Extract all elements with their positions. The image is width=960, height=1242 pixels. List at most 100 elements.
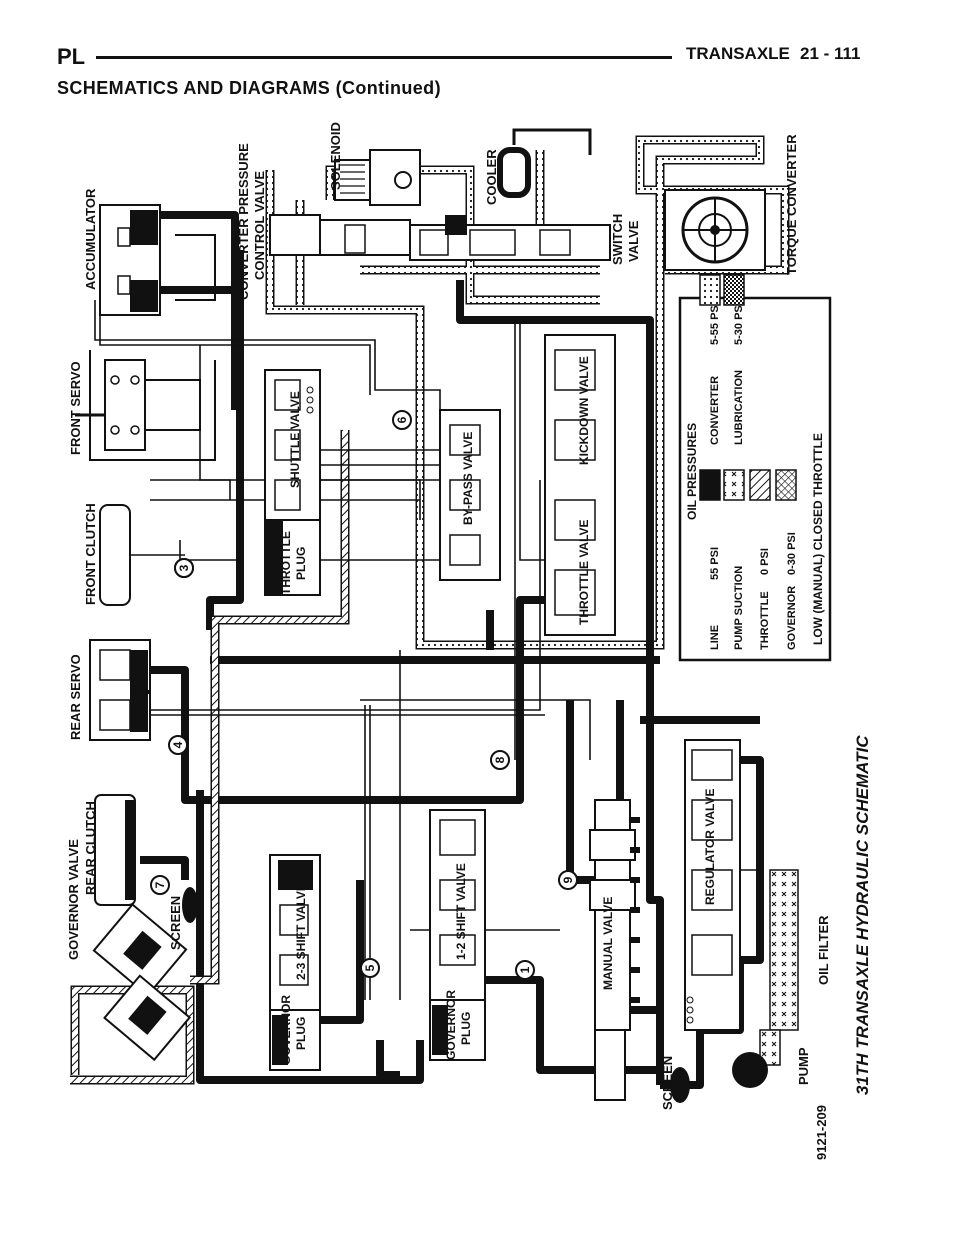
label-control-valve: CONTROL VALVE [252,171,267,280]
shuttle-valve [264,369,321,521]
label-kickdown-valve: KICKDOWN VALVE [577,356,591,465]
circuit-number-label: 4 [171,741,185,748]
header-page-number: 21 - 111 [800,44,861,63]
legend-row-name: LUBRICATION [733,370,745,445]
label-solenoid: SOLENOID [328,122,343,190]
label-manual-valve: MANUAL VALVE [601,897,615,990]
legend-title: OIL PRESSURES [685,423,699,520]
label-switch: SWITCH [610,214,625,265]
switch-valve [409,215,611,261]
label-valve: VALVE [626,220,641,262]
component-labels: ACCUMULATOR FRONT SERVO FRONT CLUTCH REA… [66,122,831,1110]
rear-servo [89,639,151,741]
label-cooler: COOLER [484,149,499,205]
label-rear-servo: REAR SERVO [68,654,83,740]
circuit-numbers: 1 3 4 5 6 7 8 9 [150,410,578,980]
label-front-clutch: FRONT CLUTCH [83,503,98,605]
rear-clutch [94,794,136,906]
label-bypass-valve: BY-PASS VALVE [461,432,475,525]
circuit-number-label: 9 [561,876,575,883]
legend-swatch [723,469,745,501]
legend-row-value: 5-30 PSI [733,302,745,345]
legend-row-name: CONVERTER [709,376,721,445]
circuit-number-label: 6 [395,416,409,423]
legend-row-value: 5-55 PSI [709,302,721,345]
legend-row: CONVERTER 5-55 PSI [699,274,721,445]
label-oil-filter: OIL FILTER [816,915,831,985]
circuit-number-5: 5 [360,958,380,978]
circuit-number-label: 3 [177,564,191,571]
label-governor-plug-a2: PLUG [294,1017,308,1050]
shift-valve-1-2 [429,809,486,1021]
page-subtitle: SCHEMATICS AND DIAGRAMS (Continued) [57,78,441,98]
legend-swatch [699,469,721,501]
label-governor-plug-a1: GOVERNOR [279,995,293,1065]
throttle-plug [264,519,321,596]
oil-filter [759,869,799,1066]
front-clutch [99,504,194,606]
label-shift-2-3: 2-3 SHIFT VALVE [294,883,308,980]
legend-row-name: PUMP SUCTION [733,566,745,650]
kickdown-throttle-valve [544,334,616,636]
circuit-number-4: 4 [168,735,188,755]
label-governor-plug-b1: GOVERNOR [444,990,458,1060]
label-screen-top: SCREEN [168,896,183,950]
label-throttle-valve: THROTTLE VALVE [577,519,591,625]
label-governor-plug-b2: PLUG [459,1012,473,1045]
legend-row-value: 0-30 PSI [786,532,798,575]
oil-pressure-legend: OIL PRESSURES LINE 55 PSI PUMP SUCTION THRO… [678,274,832,662]
legend-footer: LOW (MANUAL) CLOSED THROTTLE [811,433,825,645]
legend-swatch [723,274,745,306]
governor-plug-2-3 [269,1009,321,1071]
label-shuttle-valve: SHUTTLE VALVE [288,391,302,488]
label-pump: PUMP [796,1047,811,1085]
legend-row: LINE 55 PSI [699,469,721,650]
circuit-number-label: 7 [153,881,167,888]
circuit-number-6: 6 [392,410,412,430]
circuit-number-3: 3 [174,558,194,578]
label-governor-valve: GOVERNOR VALVE [66,839,81,960]
circuit-number-label: 8 [493,756,507,763]
label-converter-pressure: CONVERTER PRESSURE [236,143,251,300]
label-front-servo: FRONT SERVO [68,361,83,455]
legend-row-name: GOVERNOR [786,586,798,650]
manual-valve [589,799,640,1101]
torque-converter [664,189,766,271]
circuit-number-label: 1 [518,966,532,973]
screen-bottom [670,1067,690,1103]
legend-row-name: LINE [709,625,721,650]
legend-row-value: 55 PSI [709,547,721,580]
legend-row: GOVERNOR 0-30 PSI [775,469,798,650]
governor-valve [92,887,198,1062]
legend-swatch [775,469,797,501]
throttle-governor-circuit [70,430,350,1085]
legend-row-value: 0 PSI [759,548,771,575]
circuit-number-8: 8 [490,750,510,770]
legend-row-name: THROTTLE [759,591,771,650]
label-accumulator: ACCUMULATOR [83,188,98,290]
header-rule [96,56,672,59]
governor-plug-1-2 [429,999,486,1061]
front-servo [75,350,216,461]
label-throttle-plug-2: PLUG [294,547,308,580]
shift-valve-2-3 [269,854,321,1026]
converter-pressure-control-valve [269,149,421,256]
header-section: TRANSAXLE [686,44,790,63]
label-screen-bottom: SCREEN [660,1056,675,1110]
circuit-number-7: 7 [150,875,170,895]
accumulator [99,204,216,316]
header-left: PL [57,44,86,69]
label-throttle-plug-1: THROTTLE [279,531,293,595]
bypass-valve [439,409,501,581]
regulator-valve [684,739,741,1031]
cooler [497,128,592,198]
label-regulator-valve: REGULATOR VALVE [703,789,717,905]
label-rear-clutch: REAR CLUTCH [83,801,98,895]
legend-swatch [699,274,721,306]
legend-row: THROTTLE 0 PSI [749,469,771,650]
legend-row: PUMP SUCTION [723,469,745,650]
legend-row: LUBRICATION 5-30 PSI [723,274,745,445]
legend-swatch [749,469,771,501]
figure-caption: 31TH TRANSAXLE HYDRAULIC SCHEMATIC [853,735,872,1095]
